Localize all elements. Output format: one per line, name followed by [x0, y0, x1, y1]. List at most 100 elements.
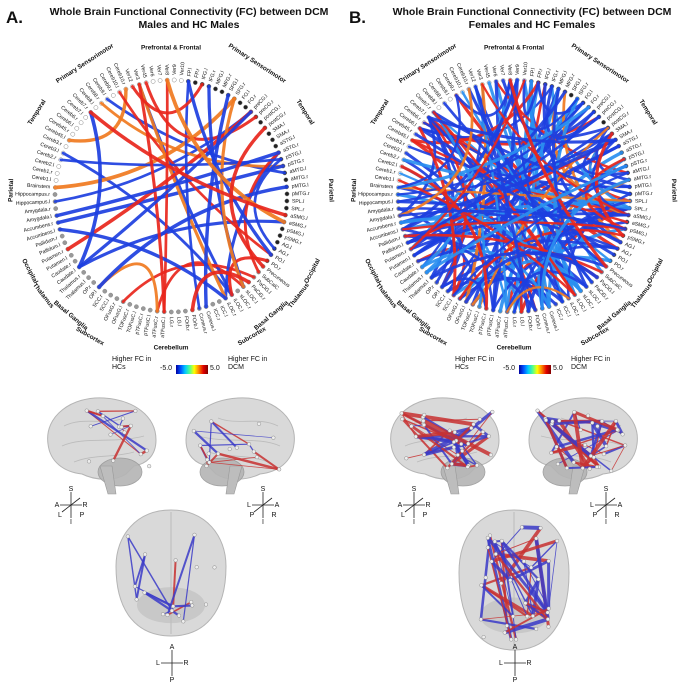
group-title-temporal: Temporal	[27, 98, 48, 126]
brain-edge	[590, 444, 626, 457]
brain-edge	[127, 536, 173, 612]
region-label: Amygdala.r	[367, 207, 394, 216]
brain-node	[449, 461, 454, 466]
group-title-subcortex: Subcortex	[418, 326, 449, 348]
region-label: Amygdala.r	[24, 207, 51, 216]
brain-edge	[480, 618, 537, 631]
connection-arc	[162, 78, 169, 314]
brain-edge	[182, 534, 196, 622]
brain-edge	[173, 604, 193, 608]
region-label: Cereb1.r	[32, 166, 53, 176]
brain-edge	[490, 560, 512, 582]
group-title-prefrontal: Prefrontal & Frontal	[141, 45, 201, 52]
connection-arc	[190, 270, 251, 312]
connection-arc	[121, 263, 256, 304]
brain-edge	[494, 541, 514, 617]
brain-node	[409, 424, 414, 429]
region-label: Ver3	[475, 69, 484, 81]
region-label: Ver3	[132, 69, 141, 81]
brain-node	[422, 452, 427, 457]
region-label: SPL.r	[291, 206, 305, 213]
region-label: Cereb1.l	[374, 174, 394, 183]
region-label: Cuneus.l	[204, 311, 216, 332]
brain-node	[479, 583, 484, 588]
region-label: aMTG.l	[632, 166, 650, 175]
region-label: IFG.r	[208, 69, 218, 82]
colorbar-min: -5.0	[503, 365, 516, 372]
brain-node	[422, 422, 427, 427]
brain-node	[544, 418, 549, 423]
brain-node	[227, 447, 232, 452]
brain-edge	[557, 429, 619, 465]
brain-edge	[495, 538, 537, 555]
axis-label-bottom-left: P	[250, 512, 255, 519]
brain-edge	[589, 420, 604, 457]
brain-edge	[500, 540, 549, 614]
region-label: Ver9	[515, 64, 521, 75]
node-dot	[140, 306, 146, 311]
group-title-thalamus: Thalamus	[287, 282, 311, 310]
axis-label-bottom-left: L	[401, 512, 405, 519]
brain-node	[209, 419, 214, 424]
region-label: LG.l	[175, 317, 182, 327]
region-label: AG.l	[281, 242, 293, 252]
group-title-parietal: Parietal	[670, 179, 678, 203]
region-label: Ver9	[172, 64, 178, 75]
group-title-subcortex: Subcortex	[580, 325, 611, 347]
connection-arc	[551, 87, 588, 289]
group-title-thalamus: Thalamus	[374, 282, 398, 310]
node-dot	[183, 308, 188, 314]
node-dot	[72, 258, 78, 264]
brain-node	[554, 444, 559, 449]
region-label: Ver10	[522, 62, 529, 76]
region-label: FO.r	[590, 94, 601, 106]
brain-node	[580, 466, 585, 471]
brain-node	[508, 578, 513, 583]
brain-node	[511, 614, 516, 619]
brain-node	[623, 443, 628, 448]
region-label: MFG.r	[222, 73, 234, 89]
brain-node	[557, 418, 562, 423]
colorbar-max: 5.0	[210, 365, 220, 372]
region-label: aMTG.r	[633, 174, 652, 182]
region-label: FO.l	[584, 89, 595, 100]
brain-node	[421, 418, 426, 423]
brain-edge	[217, 452, 280, 471]
brain-node	[119, 425, 124, 430]
brain-node	[133, 408, 138, 413]
region-label: Ver6	[490, 66, 498, 78]
brain-node	[194, 565, 199, 570]
region-label: pSMG.r	[627, 235, 646, 247]
brainstem-surface	[568, 465, 586, 495]
node-dot	[157, 78, 163, 83]
group-title-occipital: Occipital	[303, 257, 322, 284]
brain-node	[254, 455, 259, 460]
region-label: FO.l	[241, 89, 252, 100]
region-label: PO.r	[270, 261, 282, 272]
region-label: pSMG.l	[629, 228, 647, 239]
brain-node	[546, 624, 551, 629]
node-dot	[436, 105, 442, 110]
colorbar	[519, 365, 551, 374]
colorbar-legend: Higher FC in HCs -5.0 5.0 Higher FC in D…	[0, 356, 342, 386]
brain-edge	[193, 430, 274, 439]
group-title-basal-ganglia: Basal Ganglia	[395, 299, 432, 332]
brain-node	[613, 419, 618, 424]
brain-node	[181, 619, 186, 624]
brain-node	[489, 559, 494, 564]
node-dot	[70, 131, 76, 137]
brain-node	[466, 441, 471, 446]
region-label: FP.l	[530, 68, 537, 77]
region-label: LG.r	[168, 317, 174, 327]
region-label: ICC.l	[218, 305, 228, 318]
node-dot	[54, 171, 60, 176]
region-label: IFG.r	[551, 69, 561, 82]
panel-letter: B.	[349, 8, 366, 27]
region-label: pMTG.l	[291, 183, 308, 190]
brain-node	[536, 577, 541, 582]
connection-arc	[430, 251, 608, 280]
node-dot	[53, 206, 59, 211]
connection-arc	[582, 132, 630, 176]
region-label: Amygdala.l	[26, 214, 52, 224]
